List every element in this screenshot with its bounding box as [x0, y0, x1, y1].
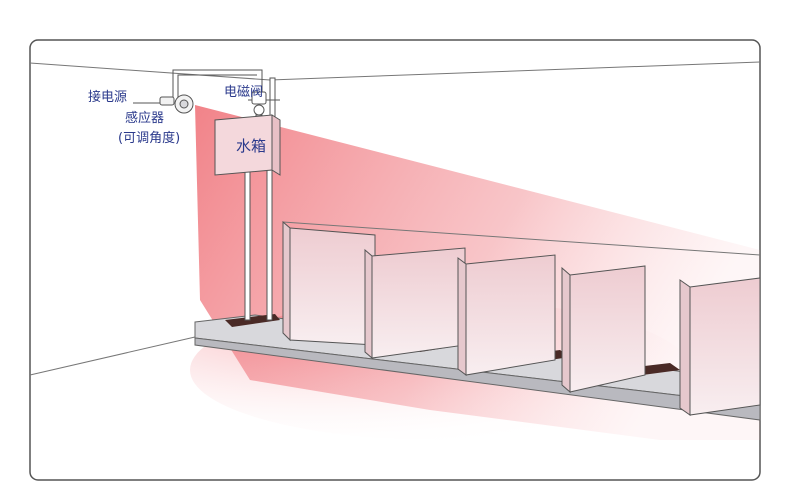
sensor-icon — [159, 94, 194, 114]
tank-label: 水箱 — [236, 137, 267, 155]
sensor-label: 感应器 — [125, 111, 165, 126]
partition-2 — [364, 247, 466, 360]
sensor-note-label: (可调角度) — [118, 131, 181, 146]
partition-4 — [561, 265, 646, 394]
partition-5 — [679, 277, 761, 416]
valve-label: 电磁阀 — [224, 85, 264, 100]
partition-backline — [282, 221, 761, 256]
solenoid-valve-icon — [251, 91, 267, 122]
partition-3 — [457, 254, 556, 376]
power-label: 接电源 — [88, 90, 128, 105]
partition-1 — [282, 220, 376, 346]
partitions — [282, 220, 761, 416]
water-tank — [214, 114, 281, 176]
